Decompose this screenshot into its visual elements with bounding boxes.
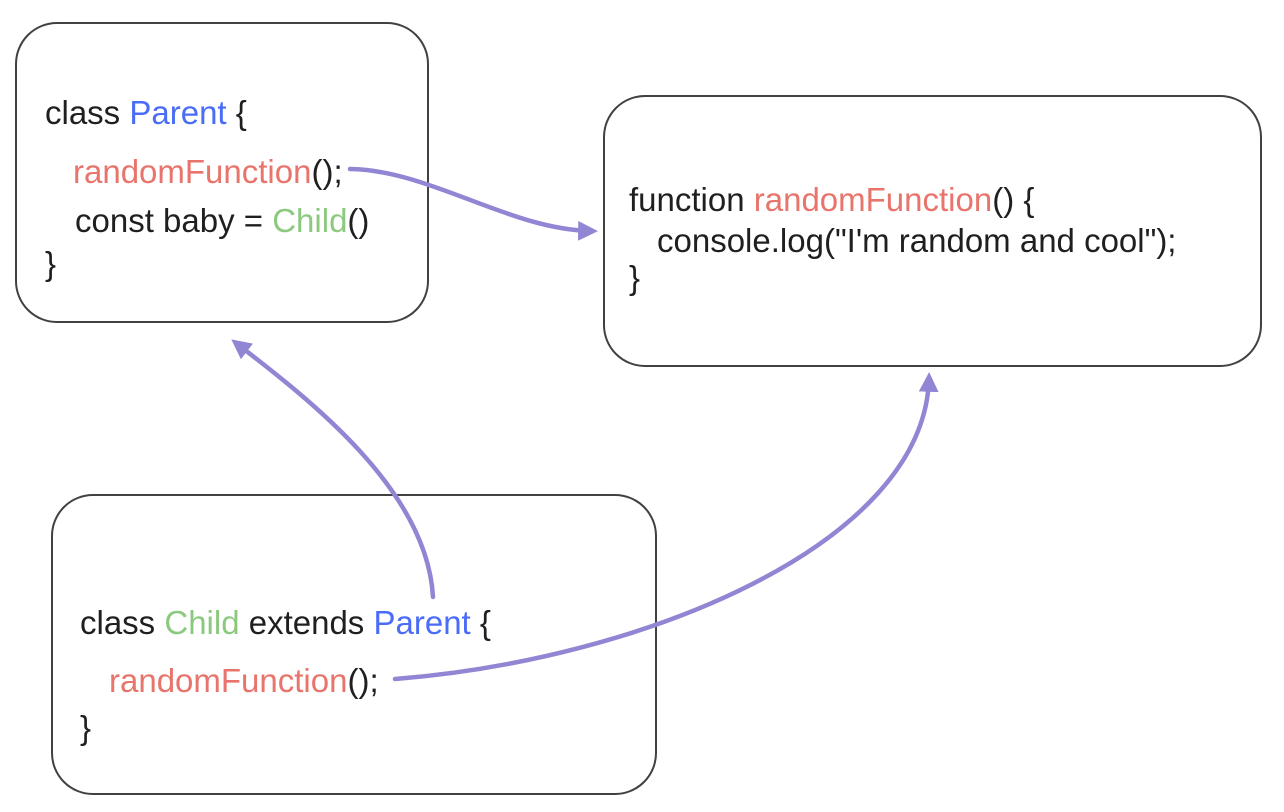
code-token: Child [272, 202, 348, 239]
code-token: } [80, 709, 92, 746]
code-token: randomFunction [109, 662, 348, 699]
code-token: Parent [373, 604, 471, 641]
code-line: function randomFunction() { [629, 181, 1035, 218]
child-class-box: class Child extends Parent { randomFunct… [51, 494, 657, 795]
code-token: () [347, 202, 370, 239]
code-token: } [45, 245, 57, 282]
code-line: const baby = Child() [75, 202, 370, 239]
code-line: randomFunction(); [73, 153, 343, 190]
code-token: { [226, 94, 247, 131]
code-token: (); [311, 153, 343, 190]
code-token: randomFunction [73, 153, 312, 190]
code-token: } [629, 259, 641, 296]
code-token: const baby = [75, 202, 273, 239]
code-token: console.log("I'm random and cool"); [657, 222, 1177, 259]
code-line: } [80, 709, 92, 746]
code-line: console.log("I'm random and cool"); [657, 222, 1177, 259]
code-token: function [629, 181, 754, 218]
code-token: class [80, 604, 165, 641]
code-token: Parent [129, 94, 227, 131]
code-line: } [629, 259, 641, 296]
code-token: { [470, 604, 491, 641]
code-line: } [45, 245, 57, 282]
code-token: randomFunction [753, 181, 993, 218]
code-token: Child [164, 604, 240, 641]
random-function-definition-box: function randomFunction() { console.log(… [603, 95, 1262, 367]
code-token: class [45, 94, 130, 131]
code-token: (); [347, 662, 379, 699]
code-line: randomFunction(); [109, 662, 379, 699]
code-token: () { [992, 181, 1035, 218]
code-line: class Parent { [45, 94, 247, 131]
code-line: class Child extends Parent { [80, 604, 491, 641]
parent-class-box: class Parent { randomFunction(); const b… [15, 22, 429, 323]
code-token: extends [239, 604, 374, 641]
